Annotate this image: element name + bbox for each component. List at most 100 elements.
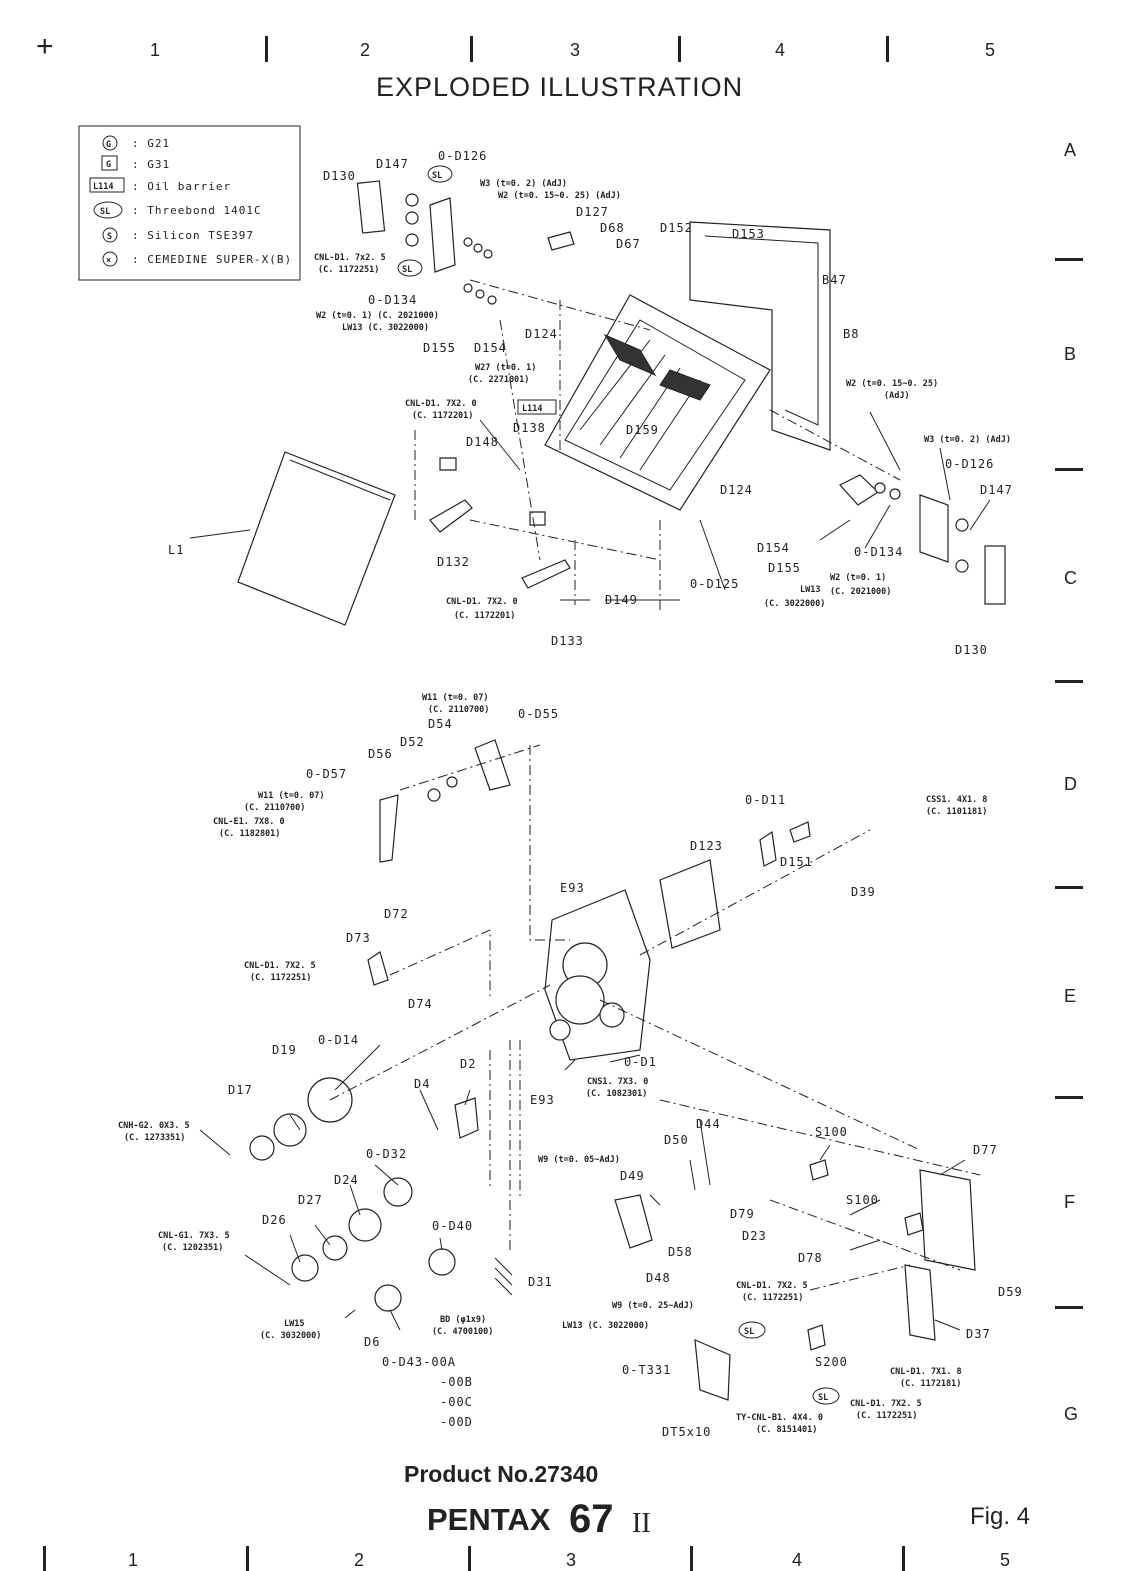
label-d127: D127 <box>576 205 609 219</box>
label-d44: D44 <box>696 1117 721 1131</box>
g31-symbol-icon <box>101 155 118 171</box>
label-w11-code: (C. 2110700) <box>244 803 305 813</box>
d73-part <box>367 951 389 986</box>
label-cnl: CNL-D1. 7x2. 5 <box>314 253 386 263</box>
row-d: D <box>1064 774 1077 794</box>
label-d154: D154 <box>757 541 790 555</box>
label-cns-code: (C. 1082301) <box>586 1089 647 1099</box>
od40-gear-part <box>428 1248 456 1276</box>
d123-part <box>659 859 721 949</box>
label-d153: D153 <box>732 227 765 241</box>
col-bottom-4: 4 <box>792 1550 802 1570</box>
label-d56: D56 <box>368 747 393 761</box>
col-top-3: 3 <box>570 40 580 60</box>
label-d123: D123 <box>690 839 723 853</box>
label-d48: D48 <box>646 1271 671 1285</box>
label-d159: D159 <box>626 423 659 437</box>
label-od14: 0-D14 <box>318 1033 359 1047</box>
label-bd: BD (φ1x9) <box>440 1315 486 1325</box>
label-cnl: CNL-E1. 7X8. 0 <box>213 817 285 827</box>
legend-symbol: × <box>106 256 111 266</box>
d132-part <box>429 499 473 533</box>
row-c: C <box>1064 568 1077 588</box>
label-d133: D133 <box>551 634 584 648</box>
label-d49: D49 <box>620 1169 645 1183</box>
crosshair-mark: + <box>36 30 54 63</box>
label-cnl-code: (C. 1172251) <box>742 1293 803 1303</box>
label-d17: D17 <box>228 1083 253 1097</box>
label-od57: 0-D57 <box>306 767 347 781</box>
label-w27-code: (C. 2271001) <box>468 375 529 385</box>
page-title: EXPLODED ILLUSTRATION <box>376 72 743 102</box>
label-od126: 0-D126 <box>438 149 487 163</box>
label-d27: D27 <box>298 1193 323 1207</box>
label-d2: D2 <box>460 1057 476 1071</box>
b8-frame-part <box>689 221 831 451</box>
label-l1: L1 <box>168 543 184 557</box>
label-w2-code: (C. 2021000) <box>830 587 891 597</box>
label-sl: SL <box>818 1393 828 1403</box>
legend-symbol: G <box>106 160 111 170</box>
label-ot331: 0-T331 <box>622 1363 671 1377</box>
label-w2: W2 (t=0. 1) (C. 2021000) <box>316 311 439 321</box>
label-d155: D155 <box>423 341 456 355</box>
legend-item-g31: : G31 <box>132 158 170 171</box>
d130-right-part <box>984 545 1006 605</box>
od11-part <box>759 830 777 867</box>
label-od126: 0-D126 <box>945 457 994 471</box>
figure-number: Fig. 4 <box>970 1503 1030 1530</box>
label-css-code: (C. 1101181) <box>926 807 987 817</box>
label-b47: B47 <box>822 273 847 287</box>
label-d147: D147 <box>376 157 409 171</box>
label-d77: D77 <box>973 1143 998 1157</box>
label-lw15-code: (C. 3032000) <box>260 1331 321 1341</box>
od57-part <box>379 794 399 863</box>
col-bottom-1: 1 <box>128 1550 138 1570</box>
row-divider <box>1055 680 1083 683</box>
label-ty-code: (C. 8151401) <box>756 1425 817 1435</box>
l1-plate-part <box>237 451 396 626</box>
label-d24: D24 <box>334 1173 359 1187</box>
od32-part <box>383 1177 413 1207</box>
row-a: A <box>1064 140 1076 160</box>
label-w2: W2 (t=0. 15~0. 25) (AdJ) <box>498 191 621 201</box>
label-d67: D67 <box>616 237 641 251</box>
label-w11: W11 (t=0. 07) <box>422 693 489 703</box>
label-od43-variant: -00C <box>440 1395 473 1409</box>
col-divider <box>43 1546 46 1571</box>
oil-barrier-symbol-icon <box>89 177 125 193</box>
label-w9: W9 (t=0. 25~AdJ) <box>612 1301 694 1311</box>
label-lw13: LW13 (C. 3022000) <box>562 1321 649 1331</box>
legend-symbol: S <box>107 232 112 242</box>
footer: Product No.27340 PENTAX 67 II Fig. 4 <box>404 1461 1030 1541</box>
label-d72: D72 <box>384 907 409 921</box>
label-d138: D138 <box>513 421 546 435</box>
product-number: Product No.27340 <box>404 1461 598 1487</box>
label-d31: D31 <box>528 1275 553 1289</box>
label-d149: D149 <box>605 593 638 607</box>
label-w27: W27 (t=0. 1) <box>475 363 536 373</box>
row-divider <box>1055 1096 1083 1099</box>
b47-part <box>704 235 819 426</box>
label-lw13: LW13 (C. 3022000) <box>342 323 429 333</box>
d27-spring-part <box>322 1235 348 1261</box>
label-d74: D74 <box>408 997 433 1011</box>
label-cnl: CNL-D1. 7X2. 5 <box>736 1281 808 1291</box>
col-divider <box>265 36 268 62</box>
model-suffix: II <box>632 1508 651 1539</box>
top-grid: + 1 2 3 4 5 <box>36 30 995 63</box>
col-divider <box>902 1546 905 1571</box>
label-od32: 0-D32 <box>366 1147 407 1161</box>
label-d68: D68 <box>600 221 625 235</box>
legend-symbol: G <box>106 140 111 150</box>
legend-item-oil-barrier: : Oil barrier <box>132 180 231 193</box>
row-e: E <box>1064 986 1076 1006</box>
col-divider <box>468 1546 471 1571</box>
col-divider <box>246 1546 249 1571</box>
label-cnl: CNL-D1. 7X2. 5 <box>850 1399 922 1409</box>
col-divider <box>678 36 681 62</box>
label-l114: L114 <box>522 404 542 414</box>
label-od134: 0-D134 <box>368 293 417 307</box>
label-cns: CNS1. 7X3. 0 <box>587 1077 648 1087</box>
label-cnl-code: (C. 1172181) <box>900 1379 961 1389</box>
